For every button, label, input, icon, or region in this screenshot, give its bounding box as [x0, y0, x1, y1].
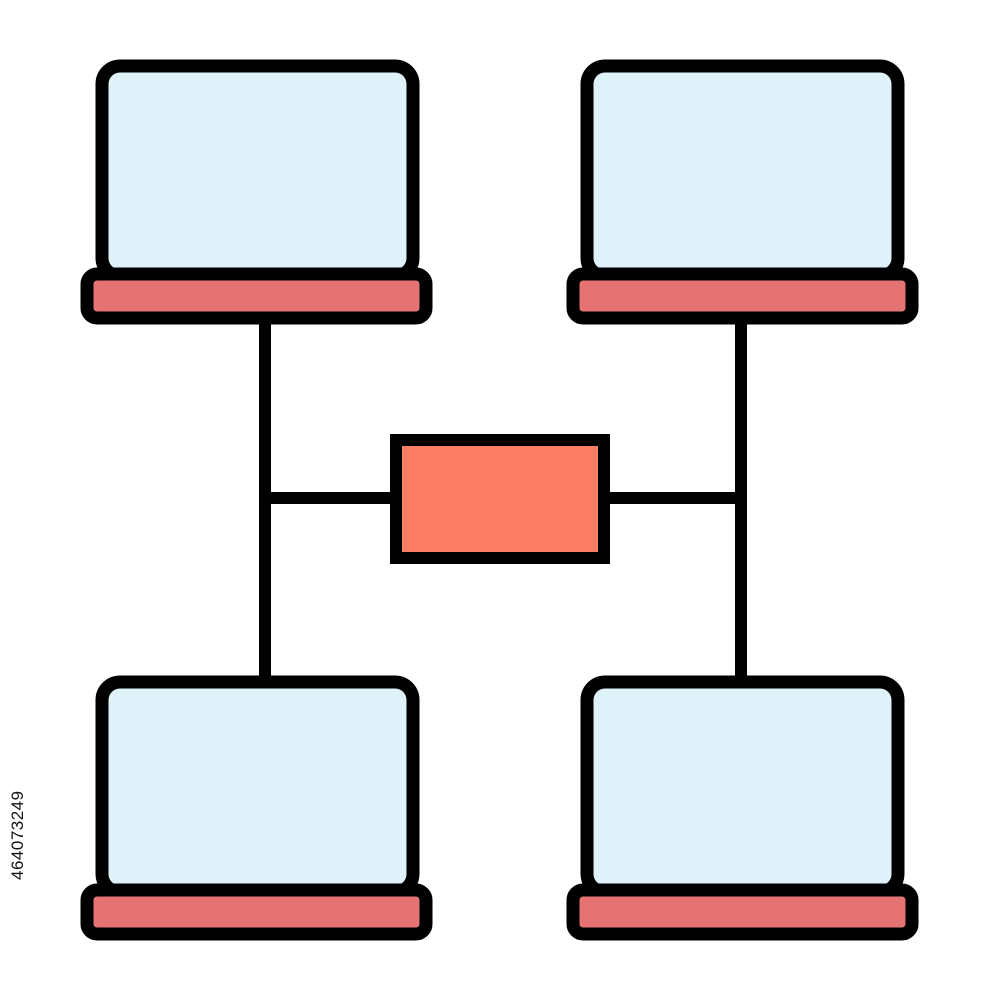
connection-lines: [259, 318, 747, 682]
laptop-base: [566, 267, 919, 325]
laptop-screen: [580, 675, 905, 899]
laptop-screen: [95, 59, 420, 283]
laptop-top-left: [80, 59, 433, 325]
laptop-screen: [580, 59, 905, 283]
laptop-top-right: [566, 59, 919, 325]
laptop-screen: [95, 675, 420, 899]
laptop-base: [80, 883, 433, 941]
hub-box: [390, 434, 610, 564]
laptop-bottom-left: [80, 675, 433, 941]
stock-id-label: 464073249: [8, 790, 27, 880]
laptop-bottom-right: [566, 675, 919, 941]
laptop-base: [80, 267, 433, 325]
laptop-base: [566, 883, 919, 941]
